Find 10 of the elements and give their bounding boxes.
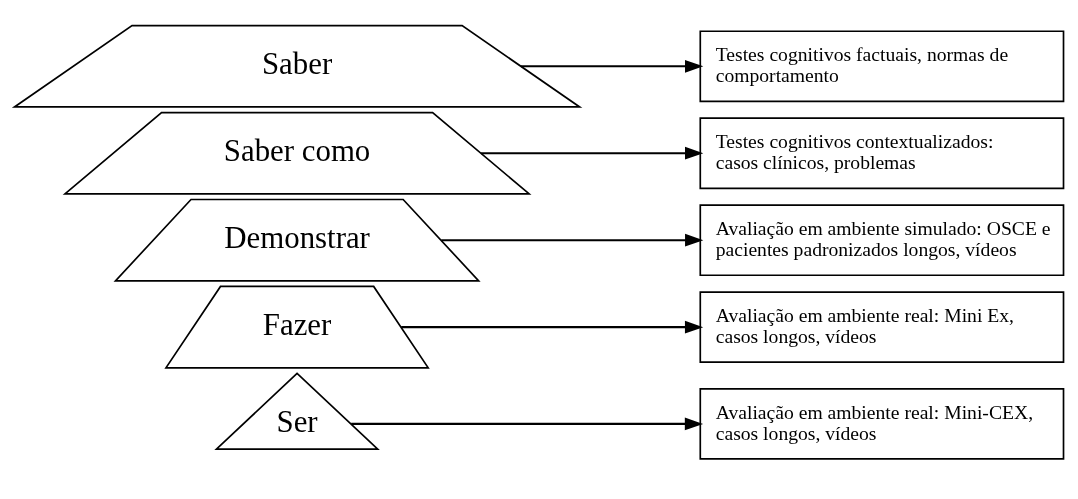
arrow <box>441 233 704 247</box>
arrow <box>351 417 704 430</box>
node-box: Testes cognitivos contextualizados: casos clínicos, problemas <box>699 116 1065 189</box>
node-box: Avaliação em ambiente simulado: OSCE e pacientes padronizados longos, vídeos <box>699 203 1065 276</box>
node-box: Testes cognitivos factuais, normas de comportamento <box>699 29 1065 102</box>
arrow <box>401 320 704 334</box>
arrow <box>521 59 704 73</box>
node-box: Avaliação em ambiente real: Mini Ex, casos longos, vídeos <box>699 290 1065 363</box>
arrow <box>481 146 704 160</box>
node-box: Avaliação em ambiente real: Mini-CEX, casos longos, vídeos <box>699 387 1065 460</box>
